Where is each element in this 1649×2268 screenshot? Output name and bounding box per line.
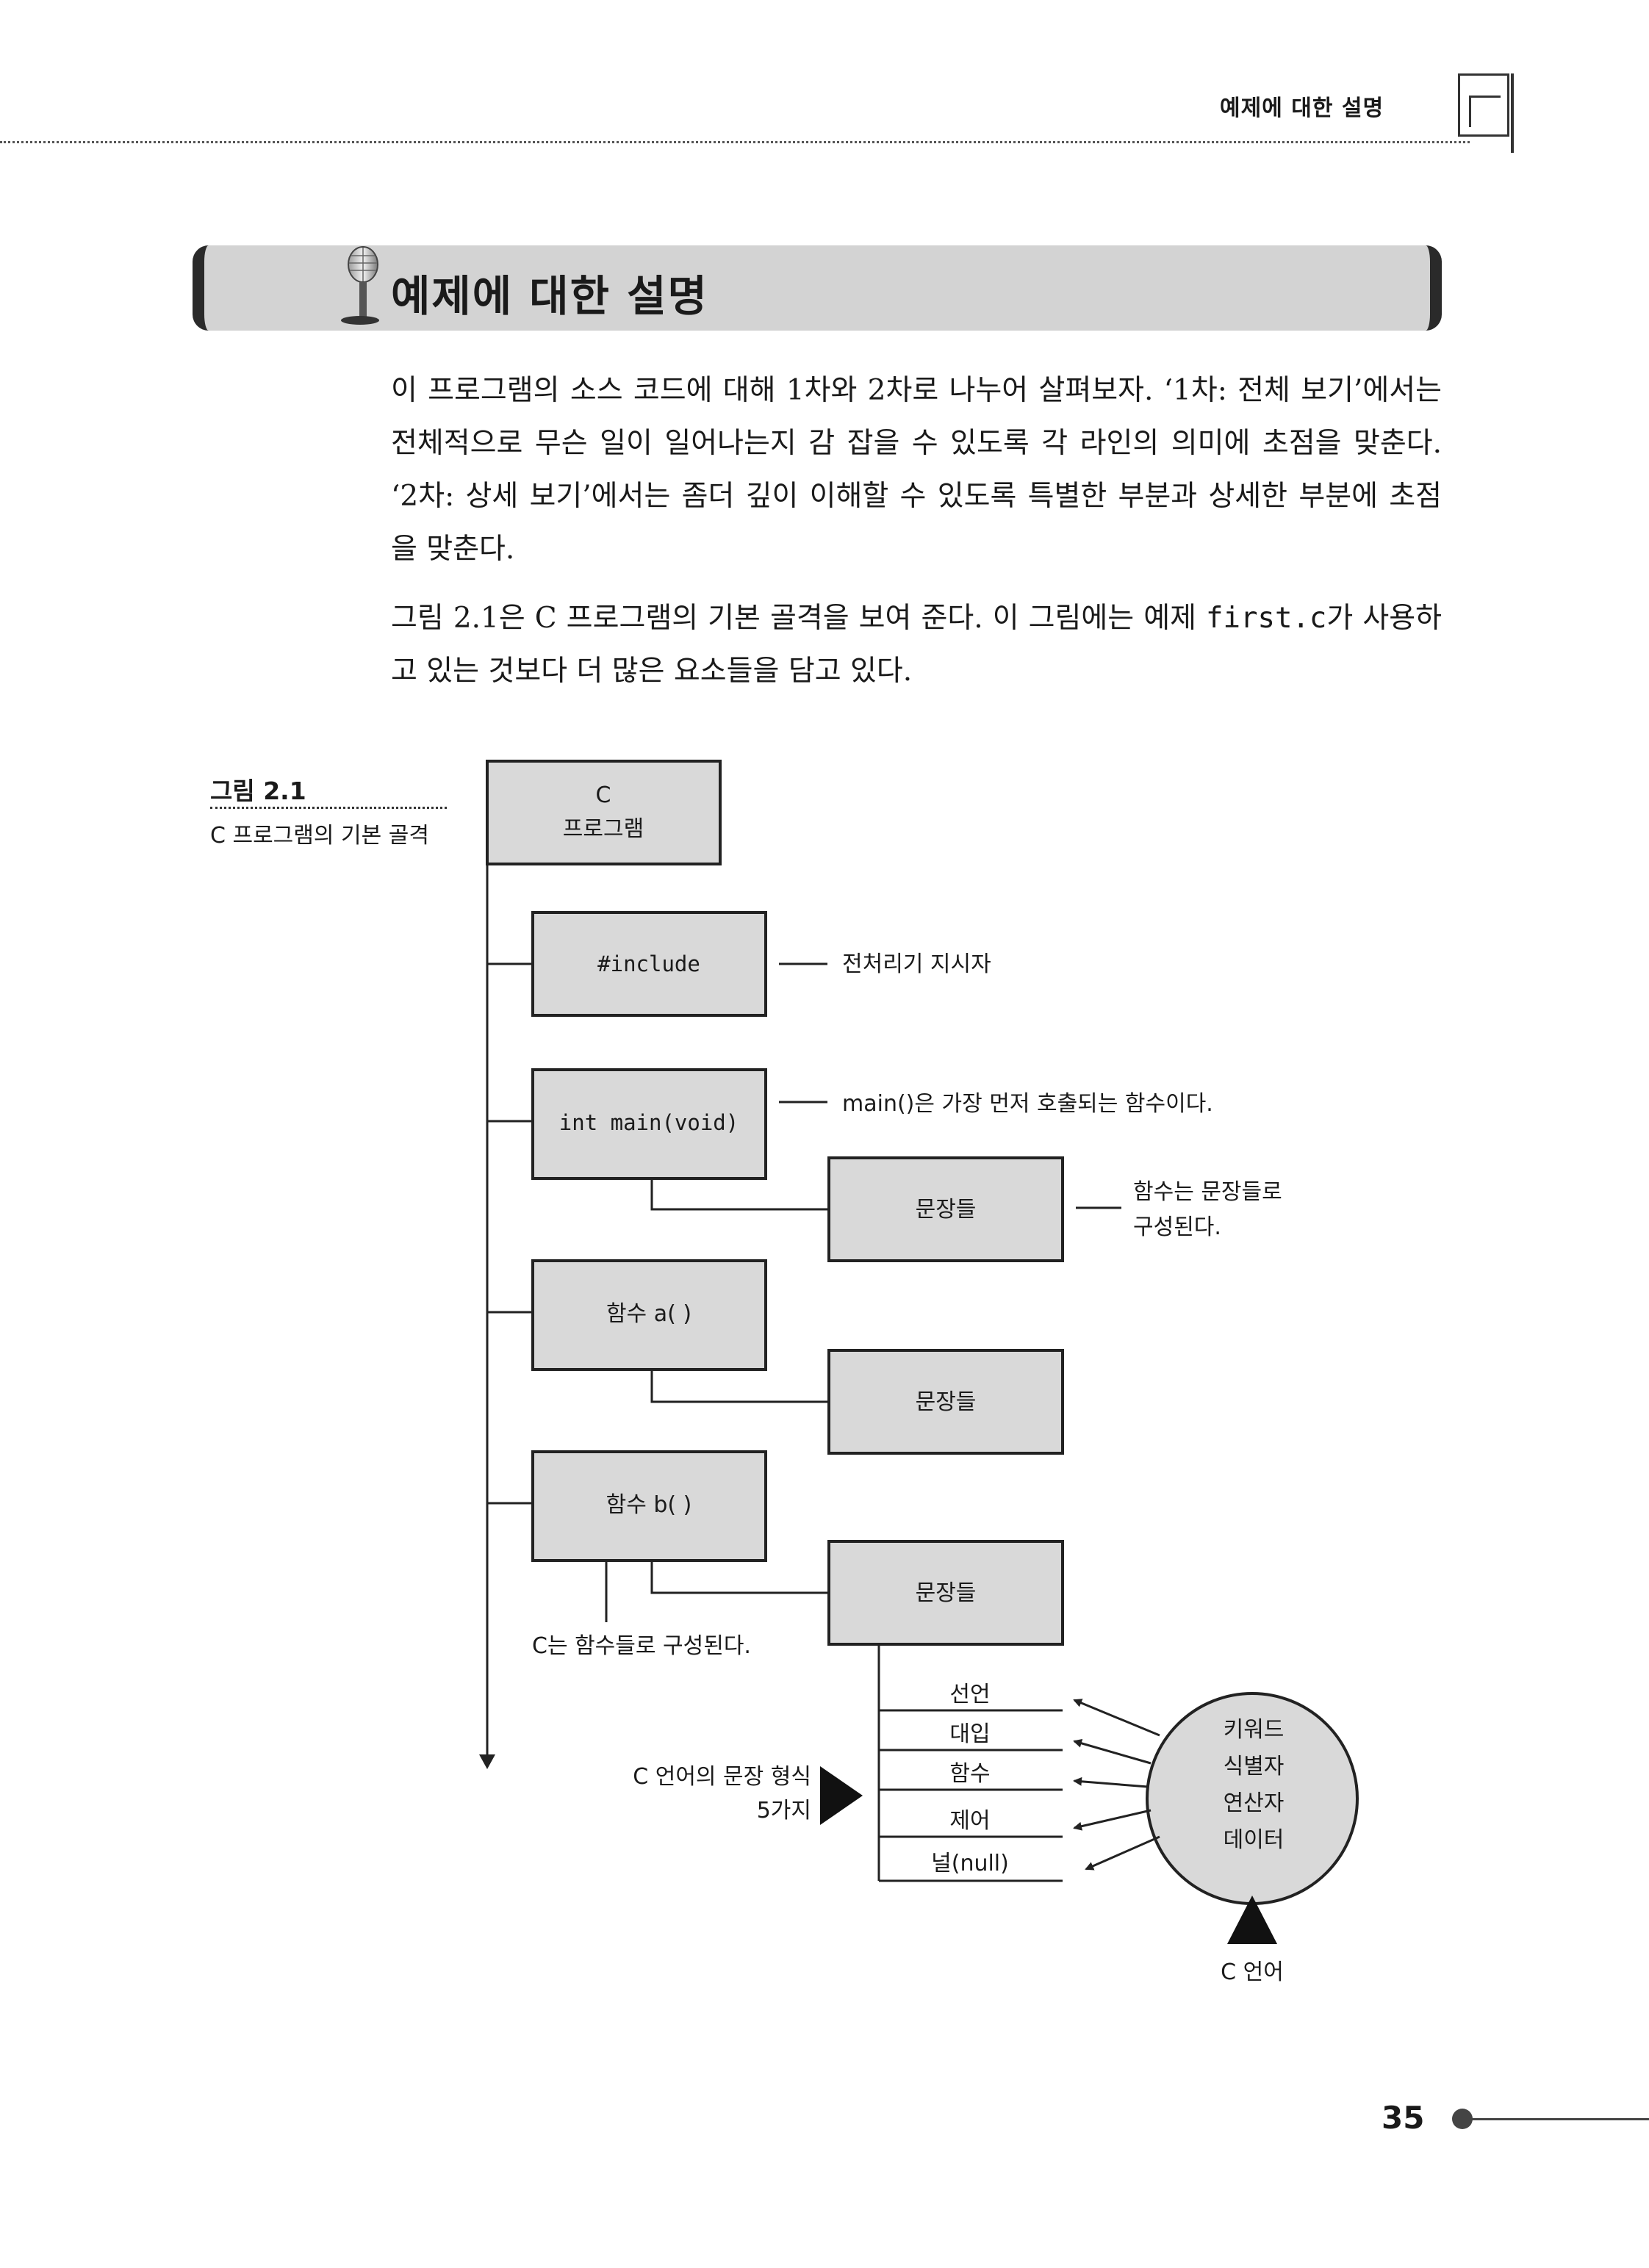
paragraph-text-end: 가 사용하고 있는 것보다 더 많은 요소들을 담고 있다. <box>391 602 1443 688</box>
main-note: main()은 가장 먼저 호출되는 함수이다. <box>842 1091 1213 1117</box>
root-label-line2: 프로그램 <box>563 816 644 842</box>
type-declaration: 선언 <box>949 1682 990 1707</box>
include-label: #include <box>597 951 700 976</box>
type-assignment: 대입 <box>949 1721 990 1747</box>
running-header: 예제에 대한 설명 <box>1220 96 1384 121</box>
func-a-label: 함수 a( ) <box>606 1301 691 1327</box>
statements-box-b <box>827 1540 1064 1646</box>
code-filename: first.c <box>1206 602 1327 635</box>
page-number-rule <box>1470 2118 1649 2120</box>
header-corner-box <box>1458 73 1509 137</box>
statements-box-a <box>827 1349 1064 1455</box>
statements-note-line1: 함수는 문장들로 <box>1133 1179 1282 1205</box>
arrow-to-null <box>1085 1835 1160 1871</box>
page-number: 35 <box>1382 2100 1425 2136</box>
arrow-to-assignment <box>1073 1739 1152 1765</box>
element-identifier: 식별자 <box>1224 1754 1285 1779</box>
statement-types-label-line1: C 언어의 문장 형식 <box>633 1764 811 1790</box>
language-label: C 언어 <box>1221 1959 1284 1985</box>
type-null: 널(null) <box>931 1851 1009 1876</box>
arrow-to-control <box>1073 1809 1152 1831</box>
body-paragraph-2: 그림 2.1은 C 프로그램의 기본 골격을 보여 준다. 이 그림에는 예제 … <box>391 592 1442 698</box>
statements-label-b: 문장들 <box>916 1580 977 1606</box>
language-pointer <box>1227 1896 1277 1944</box>
header-rule <box>0 141 1470 143</box>
func-b-box <box>531 1450 767 1562</box>
figure-label: 그림 2.1 <box>210 777 306 805</box>
element-keyword: 키워드 <box>1224 1717 1285 1743</box>
microphone-icon <box>341 246 379 325</box>
connector-b-statements <box>650 1560 829 1594</box>
main-label: int main(void) <box>559 1110 739 1135</box>
main-box <box>531 1068 767 1180</box>
func-note: C는 함수들로 구성된다. <box>532 1633 751 1659</box>
include-note: 전처리기 지시자 <box>842 951 991 977</box>
header-edge-bar <box>1511 73 1514 153</box>
statements-box-main <box>827 1156 1064 1262</box>
connector-a-statements <box>650 1369 829 1403</box>
element-data: 데이터 <box>1224 1827 1285 1853</box>
statements-note-line2: 구성된다. <box>1133 1214 1221 1240</box>
func-b-label: 함수 b( ) <box>606 1492 692 1518</box>
section-banner <box>193 245 1442 331</box>
arrow-to-declaration <box>1073 1699 1160 1737</box>
statements-label-a: 문장들 <box>916 1389 977 1415</box>
header-corner-mark <box>1469 96 1501 127</box>
statement-types-pointer <box>820 1766 863 1825</box>
figure-label-rule <box>210 807 447 809</box>
body-paragraph-1: 이 프로그램의 소스 코드에 대해 1차와 2차로 나누어 살펴보자. ‘1차:… <box>391 374 1442 566</box>
arrow-to-function <box>1073 1776 1149 1788</box>
statements-label-main: 문장들 <box>916 1197 977 1223</box>
trunk-arrowhead <box>479 1754 495 1769</box>
element-operator: 연산자 <box>1224 1790 1285 1816</box>
root-box <box>486 760 722 865</box>
paragraph-text-start: 그림 2.1은 C 프로그램의 기본 골격을 보여 준다. 이 그림에는 예제 <box>391 602 1207 635</box>
statement-types-label-line2: 5가지 <box>757 1798 811 1824</box>
section-title: 예제에 대한 설명 <box>391 271 708 321</box>
func-a-box <box>531 1259 767 1371</box>
type-function: 함수 <box>949 1761 990 1787</box>
include-box <box>531 911 767 1017</box>
root-label-line1: C <box>596 782 611 808</box>
page-number-dot <box>1452 2109 1473 2129</box>
connector-main-statements <box>650 1178 829 1211</box>
type-control: 제어 <box>949 1808 990 1834</box>
figure-caption: C 프로그램의 기본 골격 <box>210 823 429 849</box>
